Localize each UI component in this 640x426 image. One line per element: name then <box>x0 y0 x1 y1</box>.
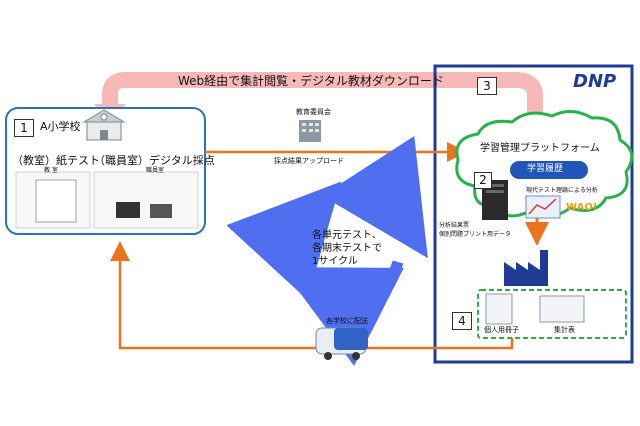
banner-label: Web経由で集計閲覧・デジタル教材ダウンロード <box>178 74 444 88</box>
scanner-icon <box>116 202 140 218</box>
cycle-line-3: 1サイクル <box>312 256 358 267</box>
theory-label: 現代テスト理論による分析 <box>526 187 598 194</box>
delivery-label: 各学校に配送 <box>326 317 368 325</box>
staffroom-label: （職員室）デジタル採点 <box>94 154 215 167</box>
booklet-icon <box>485 293 513 325</box>
history-label: 学習履歴 <box>527 164 564 174</box>
board-building-icon <box>299 120 321 142</box>
step-2-box: 2 <box>474 172 492 189</box>
download-arrow <box>102 72 543 128</box>
history-pill <box>510 161 588 179</box>
classroom-label: （教室）紙テスト <box>12 154 100 167</box>
cycle-line-2: 各期末テストで <box>312 243 382 254</box>
cycle-line-1: 各単元テスト、 <box>312 230 382 241</box>
booklet-label: 個人用冊子 <box>484 326 519 334</box>
delivery-van-icon <box>315 327 368 360</box>
analysis-line-1: 分析結果票 <box>439 222 470 229</box>
school-building-icon <box>82 109 126 141</box>
dnp-frame <box>433 64 634 364</box>
platform-title: 学習管理プラットフォーム <box>480 143 600 154</box>
staffroom-photo <box>93 171 199 229</box>
analysis-line-2: 個別問題プリント用データ <box>439 231 512 238</box>
board-label: 教育委員会 <box>296 108 331 116</box>
classroom-caption: 教 室 <box>44 167 58 174</box>
factory-icon <box>504 250 548 286</box>
cycle-arrows-icon <box>226 135 428 366</box>
test-paper-icon <box>35 179 77 223</box>
step-4-box: 4 <box>452 312 472 330</box>
step-3-box: 3 <box>477 77 497 95</box>
school-name: A小学校 <box>40 120 81 133</box>
step-1-box: 1 <box>14 119 34 137</box>
summary-label: 集計表 <box>554 326 575 334</box>
dnp-logo: DNP <box>573 71 617 92</box>
output-box <box>477 289 627 339</box>
staffroom-caption: 職員室 <box>146 167 165 174</box>
upload-label: 採点結果アップロード <box>274 157 344 165</box>
summary-sheet-icon <box>539 295 585 323</box>
analysis-chart-icon <box>525 195 561 219</box>
wao-badge: WAO! <box>566 202 598 213</box>
laptop-icon <box>150 204 172 218</box>
